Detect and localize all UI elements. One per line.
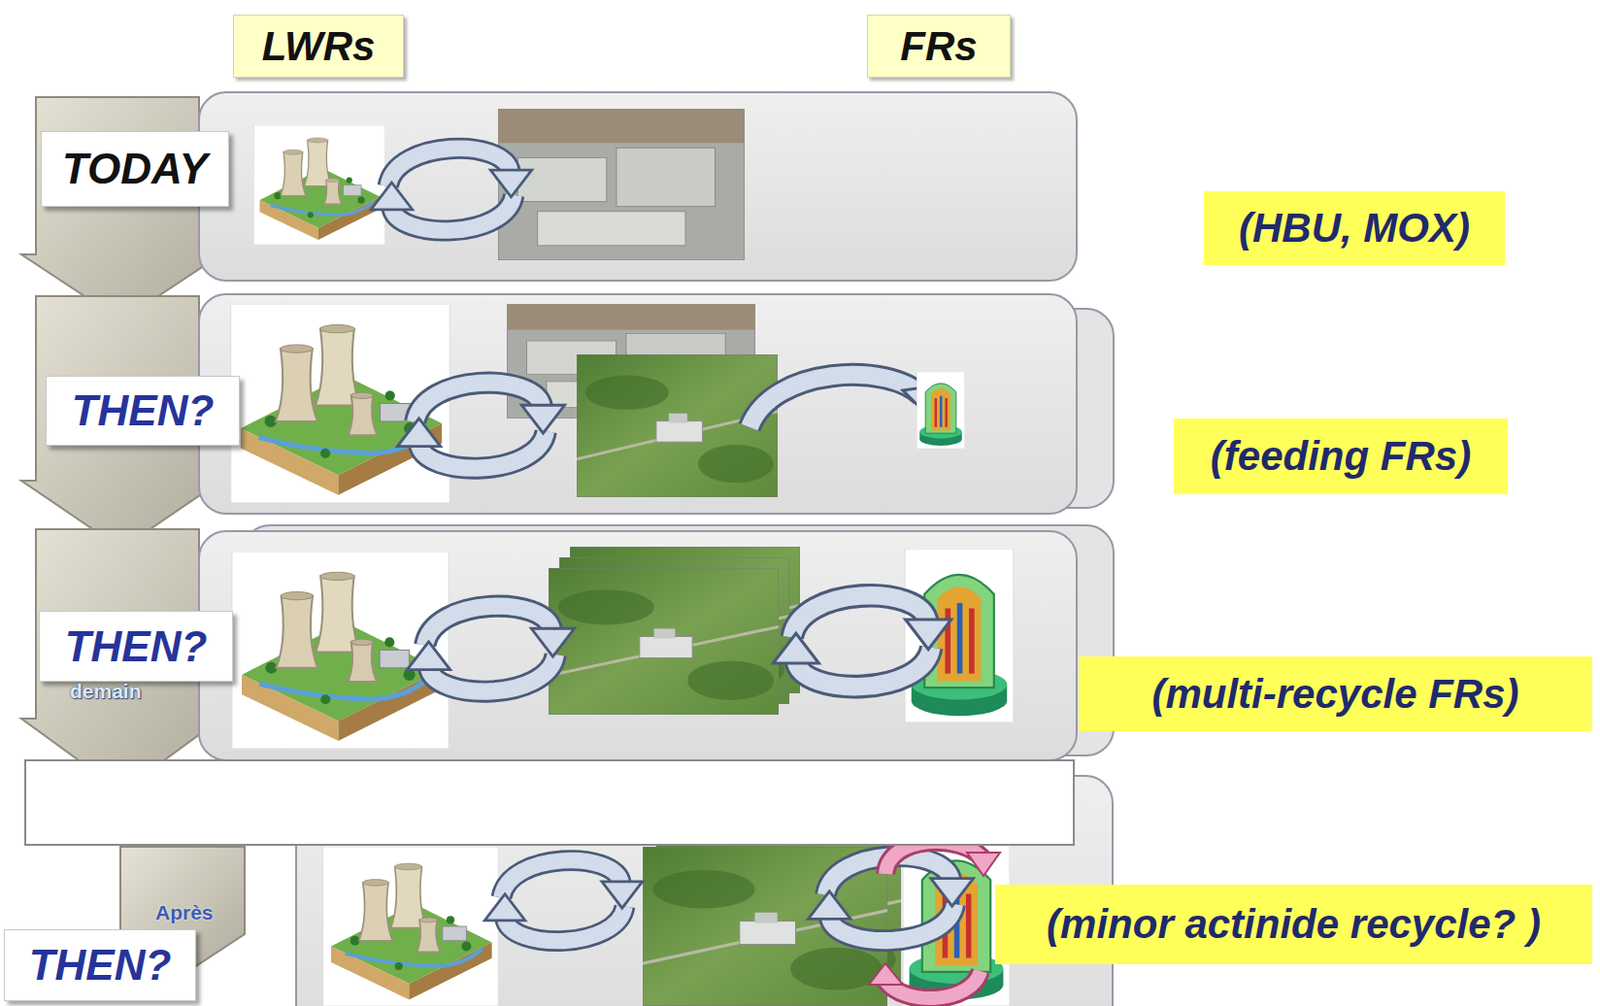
node-text: THEN?	[71, 386, 215, 435]
column-header: FRs	[866, 14, 1011, 78]
stage-note: (feeding FRs)	[1173, 418, 1508, 495]
stage-note: (multi-recycle FRs)	[1078, 656, 1593, 732]
stage-label: THEN?	[38, 610, 234, 682]
node-text: THEN?	[65, 622, 208, 671]
column-header: LWRs	[233, 14, 404, 78]
french-label: Après	[155, 900, 214, 925]
label-text: demain	[69, 679, 142, 702]
node-text: (HBU, MOX)	[1238, 204, 1470, 252]
node-text: FRs	[900, 23, 977, 70]
node-text: (minor actinide recycle? )	[1046, 900, 1541, 948]
stage-label: TODAY	[40, 131, 230, 207]
stage-note: (minor actinide recycle? )	[995, 884, 1593, 965]
node-text: (feeding FRs)	[1210, 433, 1471, 480]
french-label: demain	[69, 679, 142, 703]
stage-label: THEN?	[3, 929, 197, 1001]
node-text: LWRs	[262, 23, 376, 70]
stage-label: THEN?	[45, 375, 240, 446]
node-text: (multi-recycle FRs)	[1151, 670, 1519, 718]
label-text: Après	[155, 900, 214, 924]
node-text: TODAY	[62, 144, 208, 194]
node-text: THEN?	[29, 940, 172, 990]
stage-note: (HBU, MOX)	[1203, 191, 1505, 266]
